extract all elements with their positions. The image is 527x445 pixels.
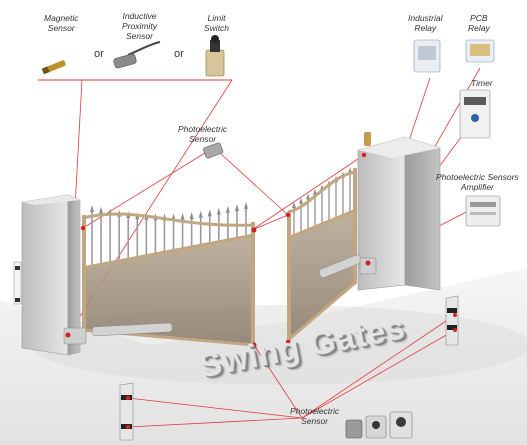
left-post-sensor bbox=[119, 382, 134, 441]
photoelectric-sensor-top-label: Photoelectric Sensor bbox=[178, 124, 228, 144]
magnetic-sensor-icon bbox=[41, 60, 66, 75]
photoelectric-sensor-bottom-label: Photoelectric Sensor bbox=[290, 406, 340, 426]
or-separator-2: or bbox=[174, 48, 184, 60]
right-gate-motor bbox=[318, 254, 377, 279]
limit-switch-icon bbox=[205, 35, 225, 77]
industrial-relay-icon bbox=[413, 39, 441, 73]
left-gate bbox=[81, 201, 255, 347]
photoelectric-sensor-bottom-icons bbox=[345, 411, 413, 439]
right-pillar bbox=[357, 132, 441, 291]
inductive-sensor-icon bbox=[113, 41, 161, 69]
amplifier-icon bbox=[465, 195, 501, 227]
amplifier-label: Photoelectric Sensors Amplifier bbox=[436, 172, 519, 192]
industrial-relay-label: Industrial Relay bbox=[408, 13, 443, 33]
or-separator-1: or bbox=[94, 48, 104, 60]
photoelectric-sensor-top-icon bbox=[203, 142, 224, 159]
limit-switch-label: Limit Switch bbox=[204, 13, 230, 33]
left-pillar bbox=[21, 194, 81, 356]
right-post-sensor bbox=[445, 295, 459, 346]
left-gate-motor bbox=[63, 322, 173, 345]
pcb-relay-icon bbox=[465, 39, 495, 63]
sensor-markers bbox=[65, 152, 371, 348]
timer-icon bbox=[459, 89, 491, 139]
timer-label: Timer bbox=[471, 78, 493, 88]
left-wall-sensor bbox=[13, 261, 22, 305]
inductive-sensor-label: Inductive Proximity Sensor bbox=[122, 11, 157, 41]
magnetic-sensor-label: Magnetic Sensor bbox=[44, 13, 79, 33]
pcb-relay-label: PCB Relay bbox=[468, 13, 490, 33]
